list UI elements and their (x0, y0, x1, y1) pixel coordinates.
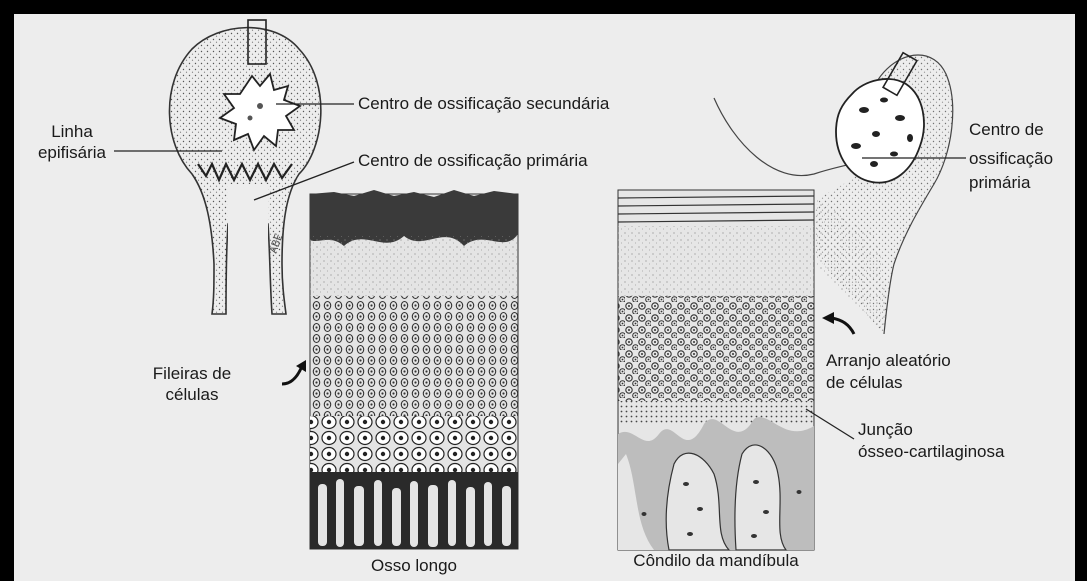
label-secondary-ossification-center: Centro de ossificação secundária (358, 93, 609, 114)
label-cell-rows-2: células (132, 384, 252, 405)
condyle-histology (618, 190, 814, 550)
long-bone-histology (310, 190, 518, 549)
label-primary-ossification-center-left: Centro de ossificação primária (358, 150, 588, 171)
label-bone-cartilage-junction-1: Junção (858, 419, 913, 440)
label-primary-center-right-1: Centro de (969, 119, 1044, 140)
arrow-random-arrangement (822, 312, 854, 334)
long-bone-epiphysis-illustration: ABE (169, 20, 320, 314)
arrow-cell-rows (282, 360, 306, 384)
caption-mandible-condyle: Côndilo da mandíbula (600, 550, 832, 571)
label-epiphyseal-line-2: epifisária (32, 142, 112, 163)
label-epiphyseal-line-1: Linha (32, 121, 112, 142)
caption-long-bone: Osso longo (310, 555, 518, 576)
label-cell-rows-1: Fileiras de (132, 363, 252, 384)
label-bone-cartilage-junction-2: ósseo-cartilaginosa (858, 441, 1004, 462)
label-primary-center-right-3: primária (969, 172, 1030, 193)
label-random-arrangement-1: Arranjo aleatório (826, 350, 951, 371)
figure-frame: ABE (14, 14, 1075, 581)
label-random-arrangement-2: de células (826, 372, 903, 393)
label-primary-center-right-2: ossificação (969, 148, 1053, 169)
